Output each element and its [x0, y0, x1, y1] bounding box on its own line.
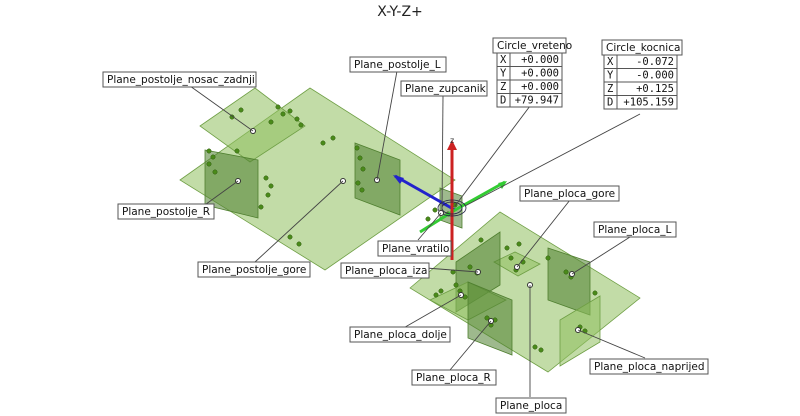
label-plane-postolje-nosac-zadnji[interactable]: Plane_postolje_nosac_zadnji	[102, 71, 257, 88]
label-plane-ploca-L[interactable]: Plane_ploca_L	[593, 221, 677, 238]
svg-text:X: X	[500, 54, 507, 66]
svg-text:+0.125: +0.125	[636, 83, 674, 95]
svg-text:Plane_postolje_R: Plane_postolje_R	[122, 206, 210, 218]
label-plane-ploca[interactable]: Plane_ploca	[495, 397, 567, 414]
svg-text:Plane_ploca: Plane_ploca	[500, 400, 562, 412]
svg-text:+0.000: +0.000	[521, 81, 559, 93]
label-plane-ploca-R[interactable]: Plane_ploca_R	[411, 369, 497, 386]
table-title: Circle_kocnica	[606, 42, 680, 54]
label-plane-ploca-dolje[interactable]: Plane_ploca_dolje	[349, 326, 451, 343]
label-plane-ploca-naprijed[interactable]: Plane_ploca_naprijed	[589, 358, 709, 375]
svg-text:Z: Z	[500, 81, 506, 93]
label-plane-ploca-iza[interactable]: Plane_ploca_iza	[340, 262, 430, 279]
table-circle-vreteno[interactable]: Circle_vreteno X +0.000 Y +0.000 Z +0.00…	[492, 37, 572, 108]
leader-lines	[189, 70, 646, 397]
svg-text:+105.159: +105.159	[623, 97, 674, 109]
svg-text:Plane_ploca_dolje: Plane_ploca_dolje	[354, 329, 447, 341]
svg-text:Plane_ploca_gore: Plane_ploca_gore	[524, 188, 615, 200]
svg-text:Plane_ploca_R: Plane_ploca_R	[416, 372, 491, 384]
table-circle-kocnica[interactable]: Circle_kocnica X -0.072 Y -0.000 Z +0.12…	[601, 39, 683, 110]
svg-text:D: D	[500, 95, 506, 107]
svg-text:Y: Y	[607, 70, 614, 82]
svg-text:Z: Z	[607, 83, 613, 95]
plane-postolje-R[interactable]	[204, 149, 259, 219]
svg-text:Plane_ploca_L: Plane_ploca_L	[598, 224, 672, 236]
label-plane-ploca-gore[interactable]: Plane_ploca_gore	[519, 185, 620, 202]
svg-text:-0.072: -0.072	[636, 56, 674, 68]
label-plane-postolje-gore[interactable]: Plane_postolje_gore	[197, 261, 311, 278]
svg-text:Plane_zupcanik: Plane_zupcanik	[405, 83, 487, 95]
svg-text:Plane_vratilo: Plane_vratilo	[382, 243, 449, 255]
svg-text:Y: Y	[500, 68, 507, 80]
table-title: Circle_vreteno	[497, 40, 572, 52]
label-plane-vratilo[interactable]: Plane_vratilo	[377, 240, 452, 257]
svg-text:X: X	[607, 56, 614, 68]
label-plane-zupcanik[interactable]: Plane_zupcanik	[400, 80, 488, 97]
svg-text:+0.000: +0.000	[521, 54, 559, 66]
label-plane-postolje-R[interactable]: Plane_postolje_R	[117, 203, 215, 220]
svg-text:+79.947: +79.947	[515, 95, 559, 107]
svg-text:Plane_ploca_naprijed: Plane_ploca_naprijed	[594, 361, 705, 373]
svg-text:-0.000: -0.000	[636, 70, 674, 82]
svg-text:Plane_postolje_nosac_zadnji: Plane_postolje_nosac_zadnji	[107, 74, 255, 86]
view-title: X-Y-Z+	[377, 4, 423, 20]
svg-text:Plane_postolje_L: Plane_postolje_L	[354, 59, 441, 71]
svg-text:D: D	[607, 97, 613, 109]
axis-label-z: z	[450, 136, 454, 145]
label-plane-postolje-L[interactable]: Plane_postolje_L	[349, 56, 447, 73]
svg-text:Plane_ploca_iza: Plane_ploca_iza	[345, 265, 427, 277]
svg-text:Plane_postolje_gore: Plane_postolje_gore	[202, 264, 306, 276]
svg-text:+0.000: +0.000	[521, 68, 559, 80]
